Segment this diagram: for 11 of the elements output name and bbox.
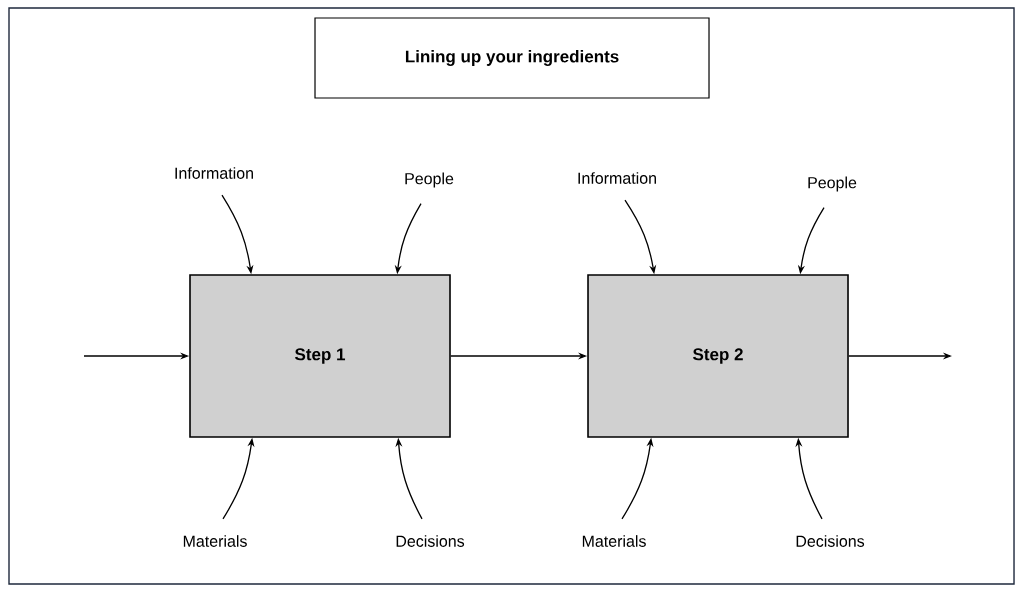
process-box: Step 1 [189, 274, 451, 438]
process-box: Step 2 [587, 274, 849, 438]
title-box: Lining up your ingredients [314, 17, 710, 99]
input-label: People [808, 176, 857, 192]
input-label: Information [175, 167, 253, 179]
input-label: Materials [183, 535, 247, 547]
input-label: People [405, 172, 454, 188]
input-label: Decisions [796, 535, 865, 547]
input-label: Information [578, 172, 656, 184]
input-label: Decisions [396, 535, 465, 547]
input-label: Materials [582, 535, 646, 547]
